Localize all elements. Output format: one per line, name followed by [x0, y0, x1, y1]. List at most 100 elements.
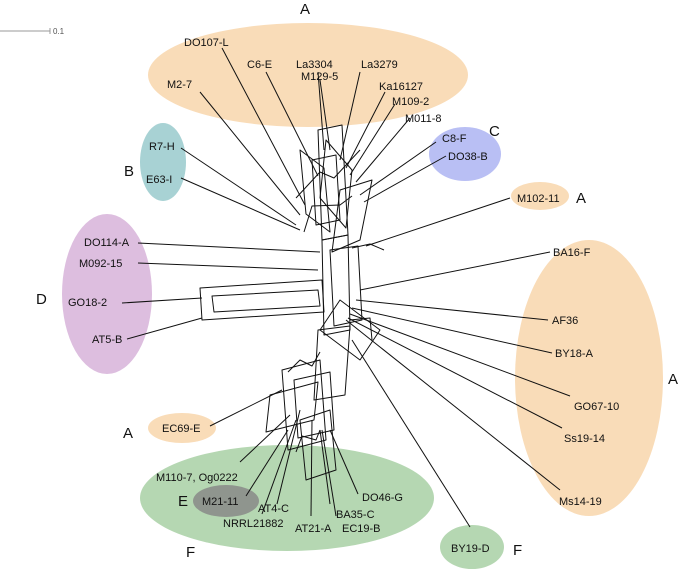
branch-La3279 [339, 71, 361, 161]
branch-AT4-C [276, 409, 301, 505]
branch-E63-I [180, 177, 301, 231]
branch-DO107-L [221, 47, 306, 206]
group-a-ec-ellipse [148, 413, 216, 443]
branch-AF36 [355, 299, 549, 321]
branch-Ss19-14 [347, 317, 563, 429]
core-edge [295, 149, 361, 199]
branch-M102-11 [365, 197, 511, 247]
taxon-label: EC19-B [342, 523, 381, 535]
scale-bar-label: 0.1 [53, 27, 65, 36]
core-box [299, 409, 337, 481]
core-box [311, 154, 341, 226]
group-letters: A B C A D A A F E F [36, 1, 678, 561]
taxon-label: C6-E [247, 59, 272, 71]
group-ellipses [62, 23, 663, 569]
scale-bar: 0.1 [0, 27, 65, 36]
branch-M011-8 [355, 117, 411, 183]
taxon-label: NRRL21882 [223, 518, 284, 530]
group-f-small-ellipse [440, 525, 504, 569]
taxon-label: C8-F [442, 133, 467, 145]
taxon-label: M092-15 [79, 258, 122, 270]
branch-M110-7 [239, 414, 291, 463]
branch-GO67-10 [349, 313, 571, 397]
core-box [329, 245, 363, 327]
taxon-label: M011-8 [405, 113, 441, 125]
group-a-small-ellipse [511, 182, 569, 210]
group-e-ellipse [193, 485, 259, 517]
taxon-label: AF36 [552, 315, 578, 327]
taxon-label: M102-11 [517, 193, 560, 205]
branch-AT21-A [310, 419, 313, 517]
core-edge [349, 317, 373, 341]
core-box [299, 149, 331, 233]
core-box [319, 139, 353, 229]
branch-R7-H [180, 147, 297, 226]
taxon-label: BY18-A [555, 348, 594, 360]
taxon-label: Ms14-19 [559, 496, 602, 508]
branch-NRRL21882 [261, 419, 297, 515]
group-a-right-ellipse [515, 240, 663, 516]
branch-DO38-B [363, 155, 447, 203]
taxon-label: E63-I [146, 174, 172, 186]
taxon-label: Ss19-14 [564, 433, 605, 445]
branch-C6-E [265, 71, 319, 177]
branch-BY18-A [351, 307, 553, 354]
branch-BY19-D [351, 339, 471, 528]
core-box [313, 325, 351, 401]
branch-AT5-B [126, 317, 203, 340]
group-a-top-letter: A [300, 1, 310, 18]
branch-GO18-2 [121, 297, 203, 304]
taxon-label: AT4-C [258, 503, 289, 515]
branch-Ka16127 [345, 91, 386, 169]
taxon-label: DO114-A [84, 237, 130, 249]
branch-La3304 [317, 71, 325, 151]
taxon-label: R7-H [149, 141, 175, 153]
branch-M092-15 [137, 262, 319, 271]
group-a-ec-letter: A [123, 425, 133, 442]
taxon-label: M129-5 [301, 71, 338, 83]
taxon-label: AT21-A [295, 523, 332, 535]
group-d-letter: D [36, 291, 47, 308]
branch-EC69-E [209, 389, 283, 427]
branch-DO46-G [329, 429, 359, 495]
taxon-label: EC69-E [162, 423, 201, 435]
branch-C8-F [359, 141, 437, 196]
taxon-label: BY19-D [451, 543, 490, 555]
taxon-labels: DO107-L C6-E La3304 M129-5 La3279 M2-7 K… [68, 37, 619, 555]
branch-M129-5 [319, 79, 331, 151]
core-edge [287, 351, 321, 373]
taxon-label: La3279 [361, 59, 398, 71]
group-f-ellipse [140, 445, 434, 551]
branch-EC19-B [321, 429, 337, 517]
taxon-label: GO18-2 [68, 297, 107, 309]
group-f-letter: F [186, 544, 195, 561]
taxon-label: GO67-10 [574, 401, 619, 413]
taxon-label: Ka16127 [379, 81, 423, 93]
core-box [265, 381, 319, 433]
taxon-label: M2-7 [167, 79, 192, 91]
branch-DO114-A [137, 242, 321, 253]
group-b-ellipse [140, 123, 186, 201]
taxon-label: BA16-F [553, 247, 591, 259]
group-c-letter: C [489, 123, 500, 140]
group-b-letter: B [124, 163, 134, 180]
group-a-small-letter: A [576, 190, 586, 207]
taxon-label: DO107-L [184, 37, 229, 49]
taxon-label: AT5-B [92, 334, 122, 346]
core-edge [303, 195, 353, 233]
core-box [331, 179, 373, 253]
core-box [199, 279, 325, 321]
branch-Ms14-19 [345, 319, 561, 491]
taxon-label: M21-11 [202, 496, 238, 508]
group-c-ellipse [429, 127, 501, 181]
core-box [293, 371, 335, 439]
core-box [317, 124, 349, 241]
branch-BA35-C [319, 429, 331, 505]
group-e-letter: E [178, 493, 188, 510]
taxon-label: DO46-G [362, 492, 403, 504]
core-edge [351, 243, 385, 251]
taxon-label: La3304 [296, 59, 333, 71]
branch-M21-11 [245, 429, 289, 497]
core-box [211, 289, 321, 313]
